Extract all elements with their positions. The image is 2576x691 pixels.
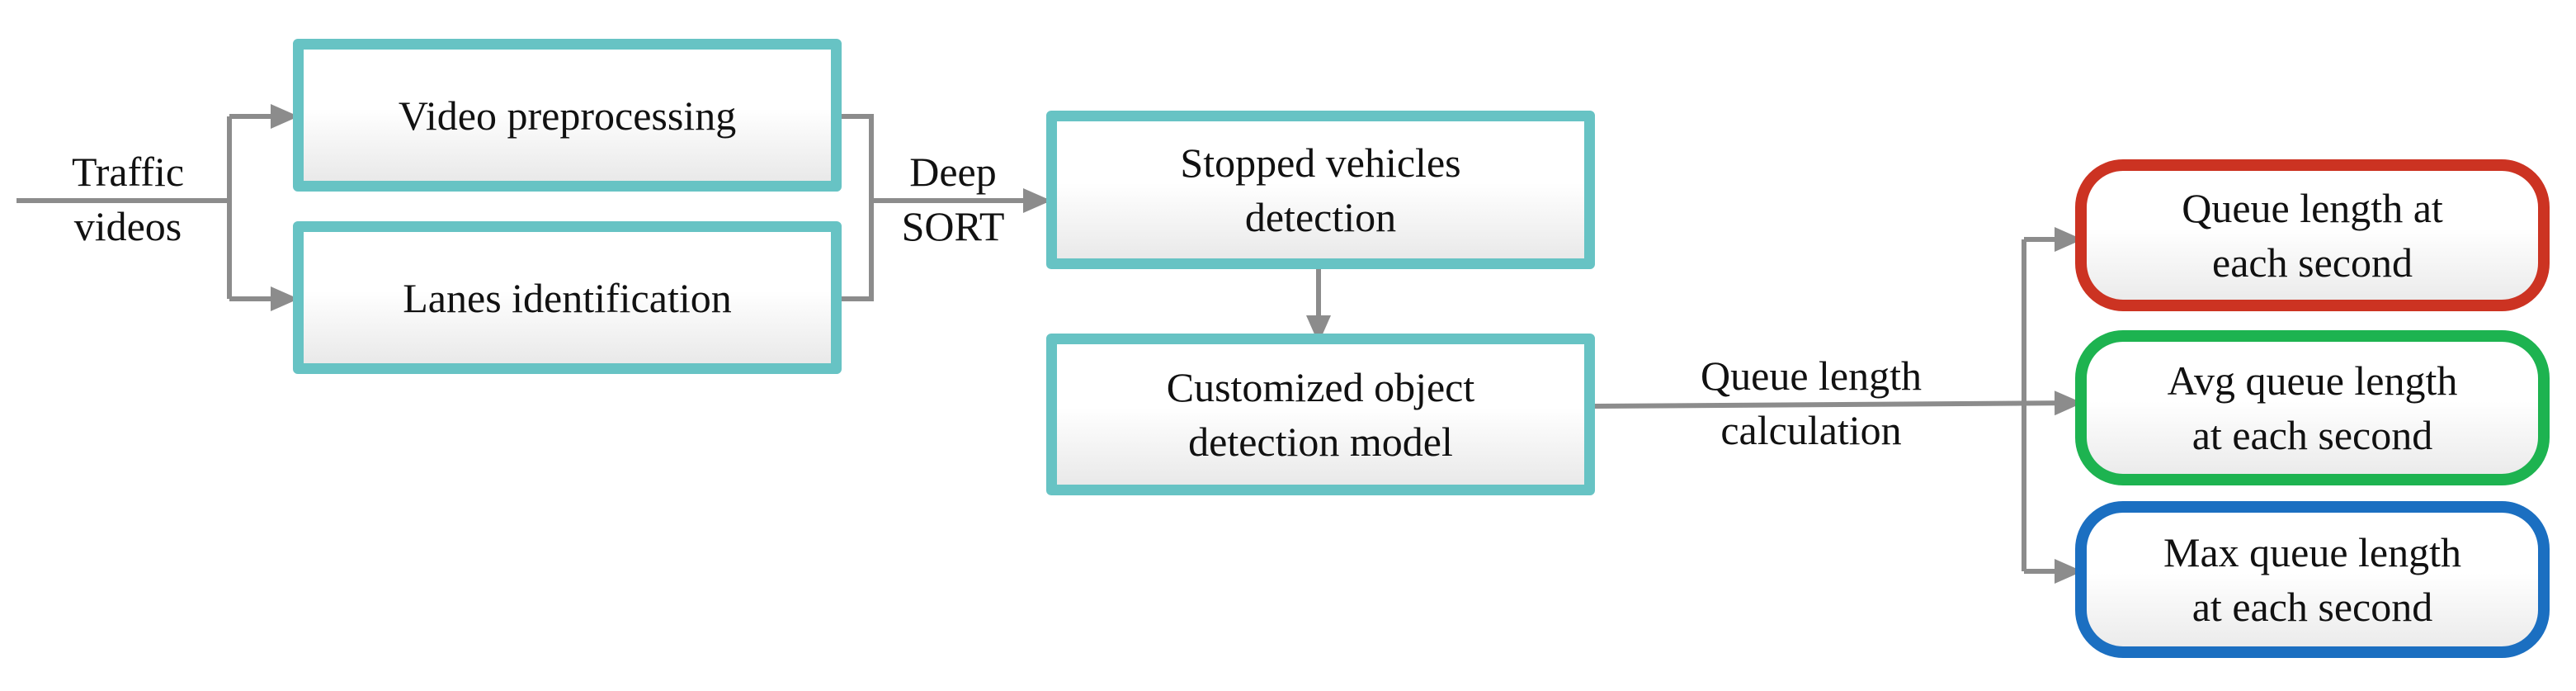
stopped-vehicles-node: Stopped vehicles detection <box>1046 111 1595 269</box>
queue-each-second-node: Queue length at each second <box>2075 159 2550 311</box>
arrow-queue-calc <box>1593 390 2083 416</box>
queue-calc-label: Queue length calculation <box>1701 353 1922 453</box>
lanes-identification-node: Lanes identification <box>293 221 842 374</box>
customized-model-node: Customized object detection model <box>1046 334 1595 495</box>
avg-queue-node: Avg queue length at each second <box>2075 330 2550 485</box>
max-queue-node: Max queue length at each second <box>2075 501 2550 658</box>
video-preprocessing-node: Video preprocessing <box>293 39 842 192</box>
deep-sort-label: Deep SORT <box>901 149 1005 249</box>
merge-from-video <box>838 114 874 301</box>
input-label: Traffic videos <box>71 149 185 249</box>
